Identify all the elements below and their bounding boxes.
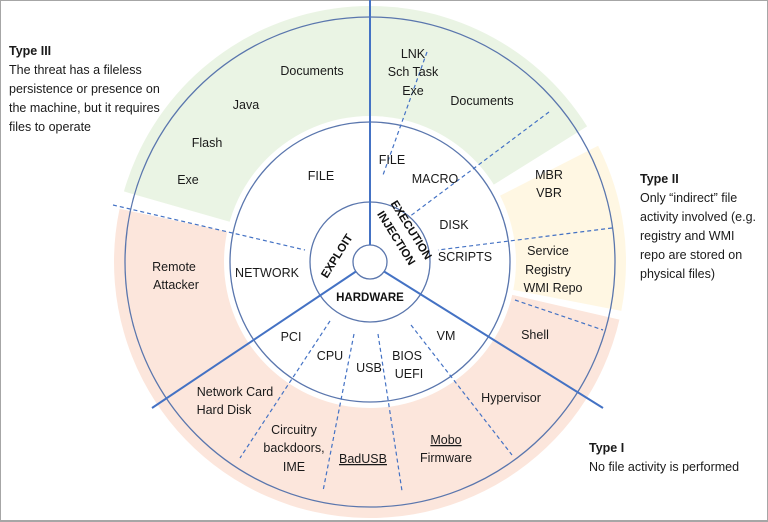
note-type1: Type I No file activity is performed — [589, 439, 739, 477]
label-attacker: Attacker — [153, 278, 199, 292]
note-type2-line: activity involved (e.g. — [640, 210, 757, 224]
core-label-hardware: HARDWARE — [336, 292, 404, 304]
label-firmware: Firmware — [420, 451, 472, 465]
dashed-separator — [514, 299, 604, 331]
hub-circle — [352, 244, 388, 280]
label-file-execution: FILE — [379, 153, 405, 167]
dashed-separator — [239, 320, 331, 459]
label-pci: PCI — [281, 330, 302, 344]
divider-line-lower-left — [151, 270, 357, 409]
label-scripts: SCRIPTS — [438, 250, 492, 264]
divider-line-lower-right — [383, 270, 604, 409]
label-circuitry: Circuitry — [271, 423, 318, 437]
label-network: NETWORK — [235, 266, 300, 280]
label-mobo: Mobo — [430, 433, 461, 447]
label-usb: USB — [356, 361, 382, 375]
label-macro: MACRO — [412, 172, 459, 186]
label-registry: Registry — [525, 263, 572, 277]
label-file-exploit: FILE — [308, 169, 334, 183]
label-wmi-repo: WMI Repo — [523, 281, 582, 295]
label-backdoors: backdoors, — [263, 441, 324, 455]
label-documents-right: Documents — [450, 94, 513, 108]
label-service: Service — [527, 244, 569, 258]
note-type3-line: the machine, but it requires — [9, 101, 160, 115]
label-shell: Shell — [521, 328, 549, 342]
note-type2-line: repo are stored on — [640, 248, 743, 262]
dashed-separator — [322, 333, 355, 492]
label-disk: DISK — [439, 218, 469, 232]
dashed-separators — [112, 51, 613, 492]
note-type2-line: registry and WMI — [640, 229, 735, 243]
label-java: Java — [233, 98, 259, 112]
label-bios: BIOS — [392, 349, 422, 363]
label-vbr: VBR — [536, 186, 562, 200]
label-network-card: Network Card — [197, 385, 273, 399]
note-type3-line: files to operate — [9, 120, 91, 134]
label-remote: Remote — [152, 260, 196, 274]
dashed-separator — [396, 111, 550, 227]
dashed-separator — [382, 51, 428, 176]
note-type2-title: Type II — [640, 172, 679, 186]
note-type2: Type II Only “indirect” file activity in… — [640, 170, 756, 284]
label-ime: IME — [283, 460, 305, 474]
label-exe-top: Exe — [402, 84, 424, 98]
label-hard-disk: Hard Disk — [197, 403, 253, 417]
note-type2-line: physical files) — [640, 267, 716, 281]
note-type3-title: Type III — [9, 44, 52, 58]
label-flash: Flash — [192, 136, 223, 150]
note-type1-line: No file activity is performed — [589, 460, 740, 474]
note-type1-title: Type I — [589, 441, 625, 455]
label-uefi: UEFI — [395, 367, 423, 381]
dashed-separator — [377, 333, 403, 492]
label-vm: VM — [437, 329, 456, 343]
label-hypervisor: Hypervisor — [481, 391, 541, 405]
note-type3: Type III The threat has a fileless persi… — [9, 42, 160, 137]
label-cpu: CPU — [317, 349, 343, 363]
note-type3-line: The threat has a fileless — [9, 63, 142, 77]
label-documents-left: Documents — [280, 64, 343, 78]
note-type2-line: Only “indirect” file — [640, 191, 738, 205]
label-exe-left: Exe — [177, 173, 199, 187]
dashed-separator — [112, 204, 306, 251]
note-type3-line: persistence or presence on — [9, 82, 160, 96]
label-mbr: MBR — [535, 168, 563, 182]
label-sch-task: Sch Task — [388, 65, 439, 79]
label-lnk: LNK — [401, 47, 426, 61]
dashed-separator — [437, 227, 613, 251]
label-badusb: BadUSB — [339, 452, 387, 466]
